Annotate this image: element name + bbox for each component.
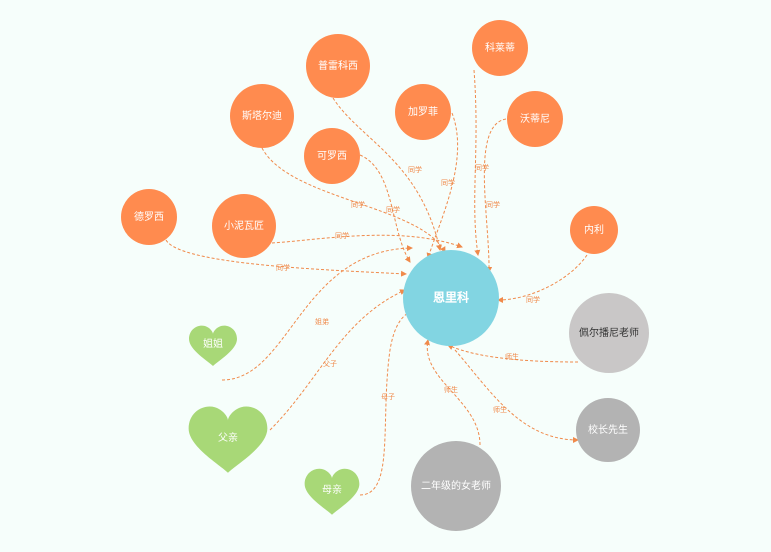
edge-deluoxi xyxy=(165,239,407,277)
node-keleidi[interactable]: 科莱蒂 xyxy=(472,20,528,76)
edge-label-deluoxi: 同学 xyxy=(276,263,290,272)
node-label-wodeni: 沃蒂尼 xyxy=(520,113,550,125)
node-xiaozhang[interactable]: 校长先生 xyxy=(576,398,640,462)
edge-xiaoniwajiang xyxy=(271,234,463,249)
edge-label-xiaozhang: 师生 xyxy=(493,405,507,414)
edge-label-keluoxi: 同学 xyxy=(386,205,400,214)
node-label-keleidi: 科莱蒂 xyxy=(485,41,515,54)
node-label-peierboni: 佩尔播尼老师 xyxy=(579,326,639,339)
edge-keluoxi xyxy=(359,154,411,263)
edge-jialuofei xyxy=(426,112,459,259)
node-sitaerdi[interactable]: 斯塔尔迪 xyxy=(230,84,294,148)
edge-fuqin xyxy=(269,289,406,431)
edge-label-puleikexi: 同学 xyxy=(408,165,422,174)
edge-label-wodeni: 同学 xyxy=(486,200,500,209)
node-label-deluoxi: 德罗西 xyxy=(134,210,164,223)
node-label-jiejie: 姐姐 xyxy=(203,337,223,350)
edge-muqin xyxy=(359,309,413,496)
edge-label-peierboni: 师生 xyxy=(505,352,519,361)
node-label-jialuofei: 加罗菲 xyxy=(408,106,438,118)
node-deluoxi[interactable]: 德罗西 xyxy=(121,189,177,245)
node-label-puleikexi: 普雷科西 xyxy=(318,59,358,72)
node-label-keluoxi: 可罗西 xyxy=(317,150,347,162)
edge-wodeni xyxy=(483,118,507,273)
node-label-center: 恩里科 xyxy=(433,290,469,305)
edge-label-muqin: 母子 xyxy=(381,393,395,401)
edge-puleikexi xyxy=(332,97,442,251)
edges-layer: 同学 同学 同学 同学 同学 同学 同学 同学 同学 姐弟 父子 母子 xyxy=(165,69,588,496)
edge-label-jiejie: 姐弟 xyxy=(315,317,329,326)
nodes-layer: 恩里科 普雷科西 科莱蒂 斯塔尔迪 加罗菲 沃蒂尼 xyxy=(121,20,649,531)
heart-icon xyxy=(189,325,237,366)
node-keluoxi[interactable]: 可罗西 xyxy=(304,128,360,184)
heart-icon xyxy=(188,406,268,473)
edge-label-jialuofei: 同学 xyxy=(441,178,455,187)
node-muqin[interactable] xyxy=(304,468,360,515)
node-label-xiaozhang: 校长先生 xyxy=(588,423,628,436)
node-neili[interactable]: 内利 xyxy=(570,206,618,254)
edge-neili xyxy=(497,254,588,303)
edge-label-fuqin: 父子 xyxy=(323,360,337,368)
node-label-neili: 内利 xyxy=(584,223,604,236)
edge-peierboni xyxy=(447,344,579,363)
edge-jiejie xyxy=(221,245,413,381)
heart-icon xyxy=(304,468,360,515)
node-label-muqin: 母亲 xyxy=(322,483,342,496)
edge-label-ernianji: 师生 xyxy=(444,385,458,394)
edge-label-neili: 同学 xyxy=(526,295,540,304)
edge-ernianji xyxy=(424,339,481,446)
node-label-fuqin: 父亲 xyxy=(218,431,238,444)
edge-keleidi xyxy=(473,69,481,256)
node-label-sitaerdi: 斯塔尔迪 xyxy=(242,109,282,122)
edge-xiaozhang xyxy=(454,349,579,443)
node-center[interactable]: 恩里科 xyxy=(403,250,499,346)
node-jialuofei[interactable]: 加罗菲 xyxy=(395,84,451,140)
edge-label-xiaoniwajiang: 同学 xyxy=(335,231,349,240)
node-ernianji[interactable]: 二年级的女老师 xyxy=(411,441,501,531)
edge-label-keleidi: 同学 xyxy=(475,163,489,172)
node-wodeni[interactable]: 沃蒂尼 xyxy=(507,91,563,147)
node-peierboni[interactable]: 佩尔播尼老师 xyxy=(569,293,649,373)
edge-label-sitaerdi: 同学 xyxy=(351,200,365,209)
node-label-ernianji: 二年级的女老师 xyxy=(421,479,491,492)
node-label-xiaoniwajiang: 小泥瓦匠 xyxy=(224,219,264,232)
node-fuqin[interactable] xyxy=(188,406,268,473)
node-xiaoniwajiang[interactable]: 小泥瓦匠 xyxy=(212,194,276,258)
node-puleikexi[interactable]: 普雷科西 xyxy=(306,34,370,98)
node-jiejie[interactable] xyxy=(189,325,237,366)
